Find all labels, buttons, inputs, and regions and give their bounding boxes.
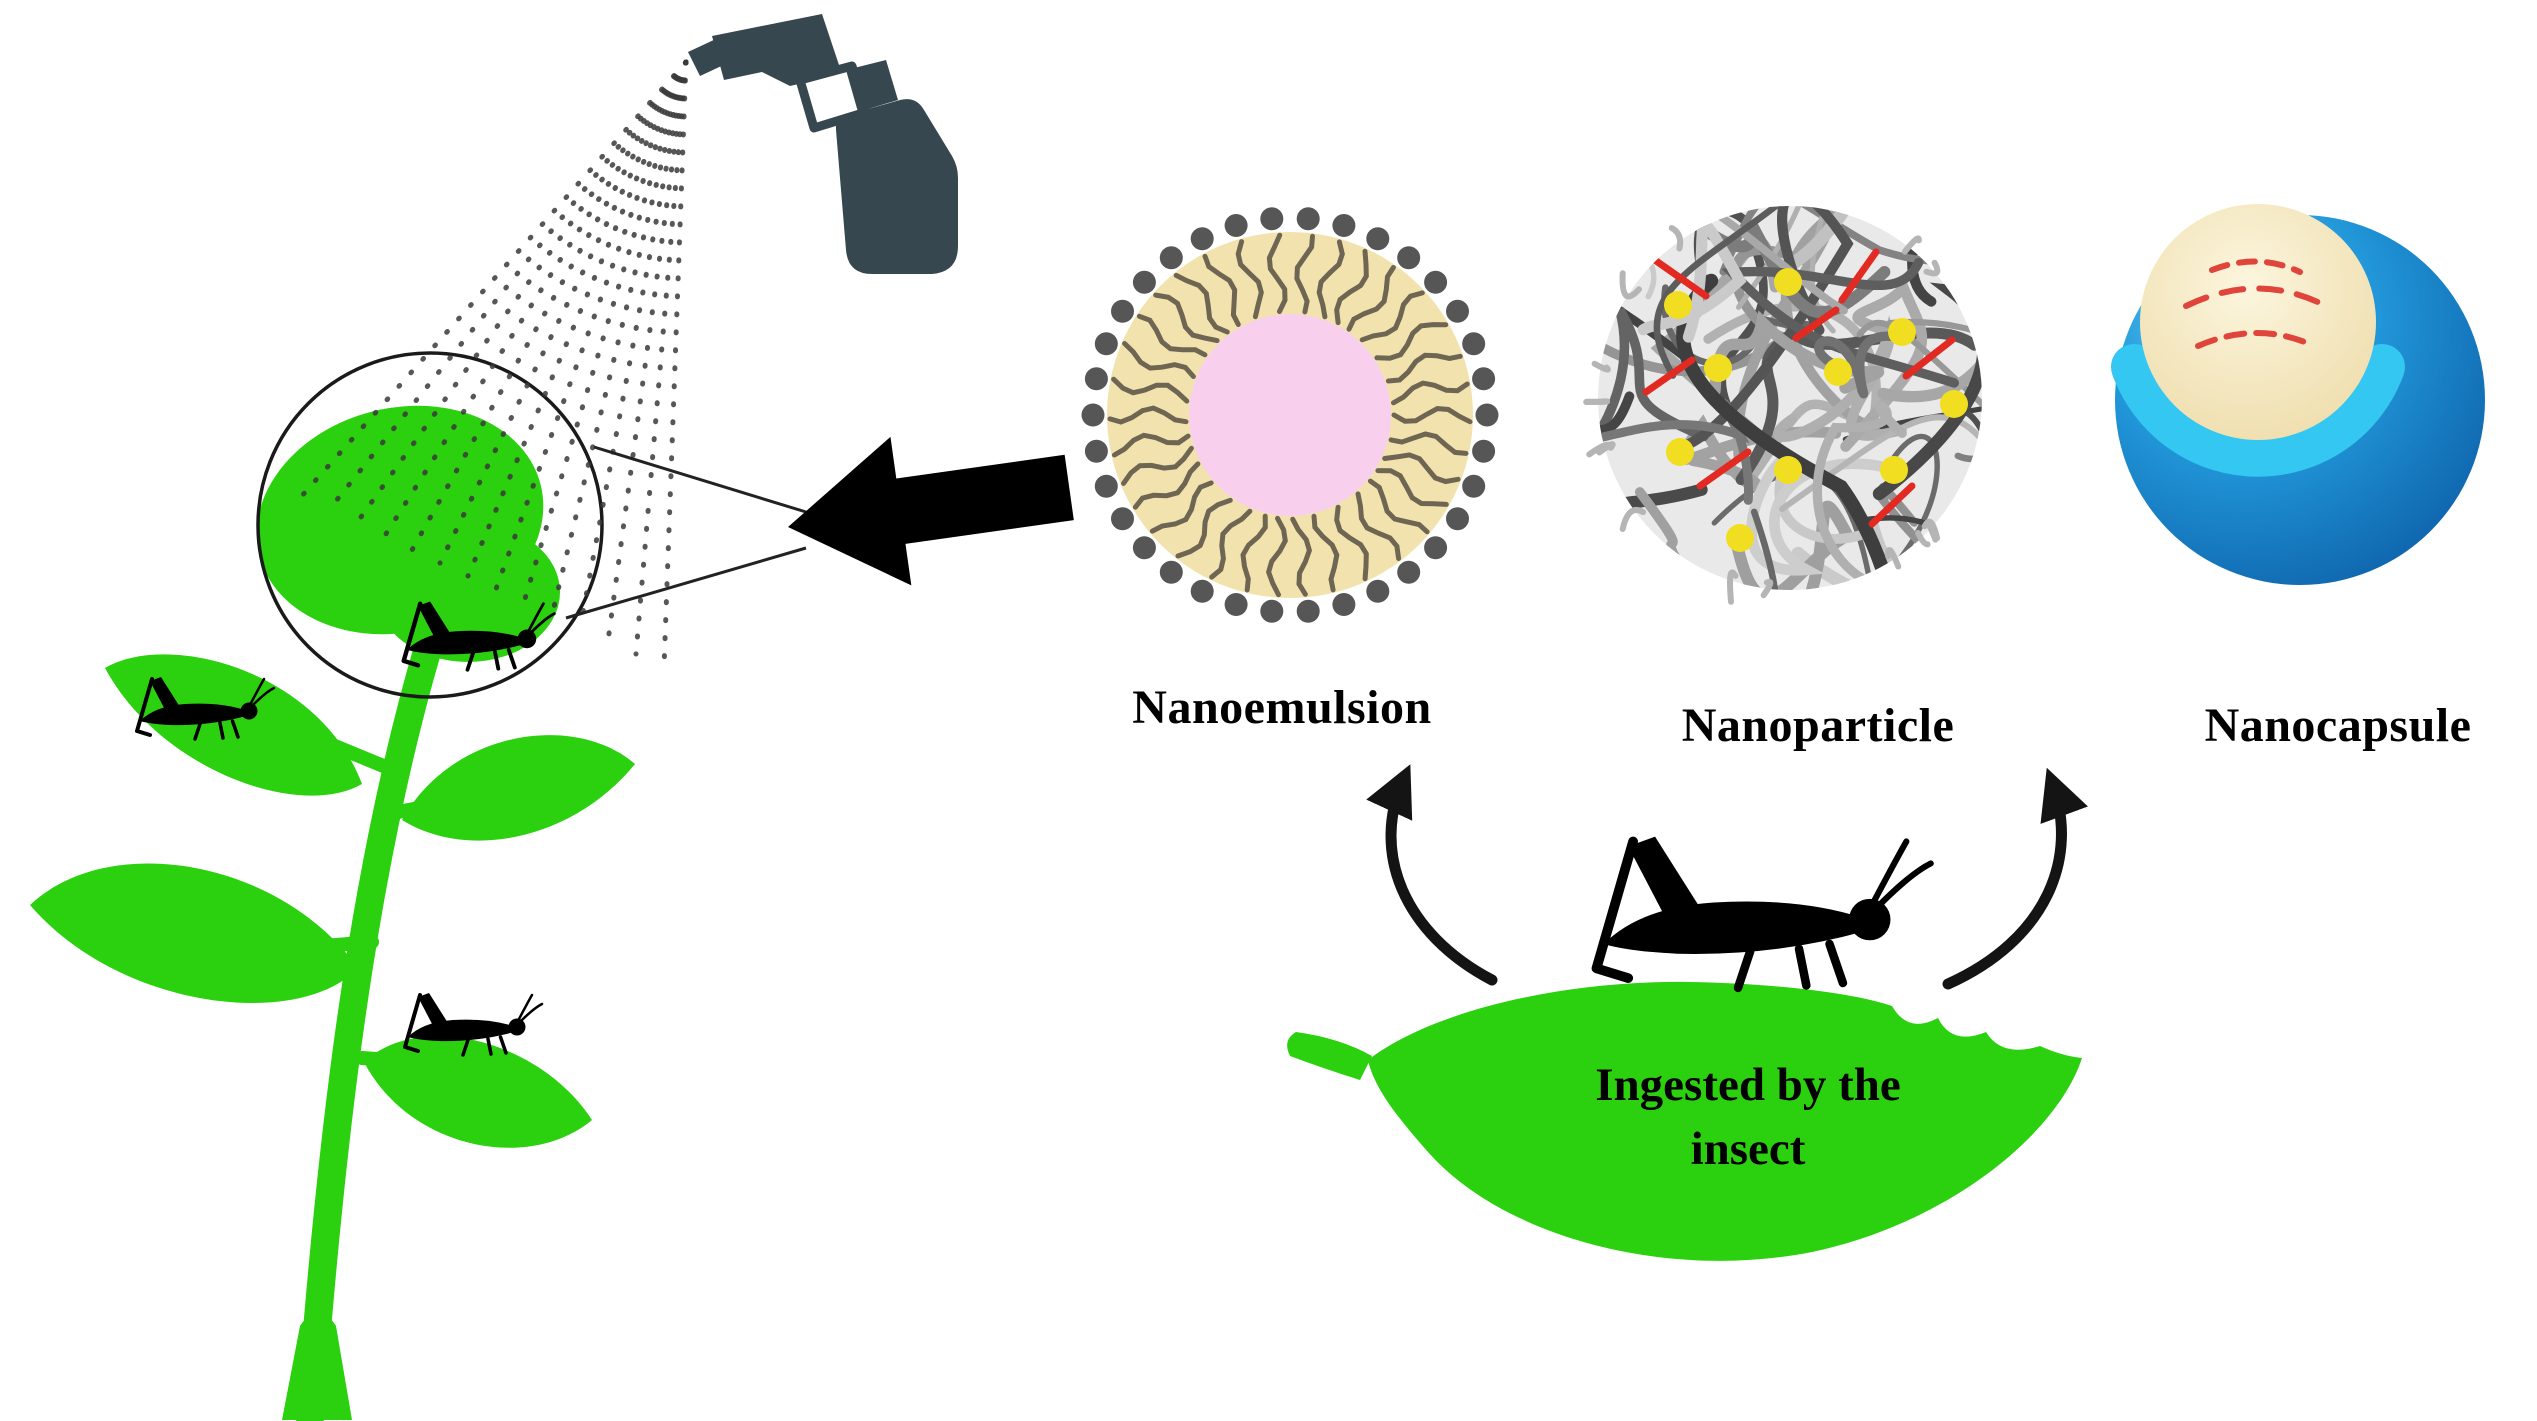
spray-bottle-icon <box>688 14 958 274</box>
curved-up-arrow-icon <box>1942 767 2088 990</box>
micelle-core <box>1189 314 1391 516</box>
capsule-core <box>2140 204 2376 440</box>
bitten-leaf-icon <box>1287 981 2082 1261</box>
left-block-arrow-icon <box>788 436 1074 586</box>
magnifier-circle-icon <box>256 351 604 699</box>
callout-line <box>565 546 807 620</box>
capsule-core-marks <box>2183 285 2325 309</box>
plant-stem <box>296 634 442 1421</box>
micelle-tails <box>1081 207 1499 623</box>
leaf-body <box>1368 981 2082 1261</box>
leaf-upper-right <box>402 735 635 841</box>
capsule-cut-lip <box>2111 344 2405 477</box>
caption-line-1: Ingested by the <box>1595 1059 1901 1111</box>
leaf-lower-left <box>30 863 358 1003</box>
label-nanoparticle: Nanoparticle <box>1681 699 1955 752</box>
nanoemulsion-micelle-icon <box>1081 207 1499 623</box>
callout-line <box>593 445 807 514</box>
label-nanoemulsion: Nanoemulsion <box>1132 681 1432 734</box>
spray-droplets-icon <box>297 59 689 670</box>
curved-up-arrow-icon <box>1366 764 1498 986</box>
plant-base <box>282 1312 352 1420</box>
plant-icon <box>30 405 635 1421</box>
nanoparticle-fuzz <box>1583 225 1941 605</box>
nanocapsule-cutaway-icon <box>2111 204 2485 585</box>
label-nanocapsule: Nanocapsule <box>2204 699 2472 752</box>
leaf-lower-right <box>364 1036 592 1148</box>
caption-line-2: insect <box>1690 1123 1806 1175</box>
grasshopper-icon <box>1596 837 1930 988</box>
